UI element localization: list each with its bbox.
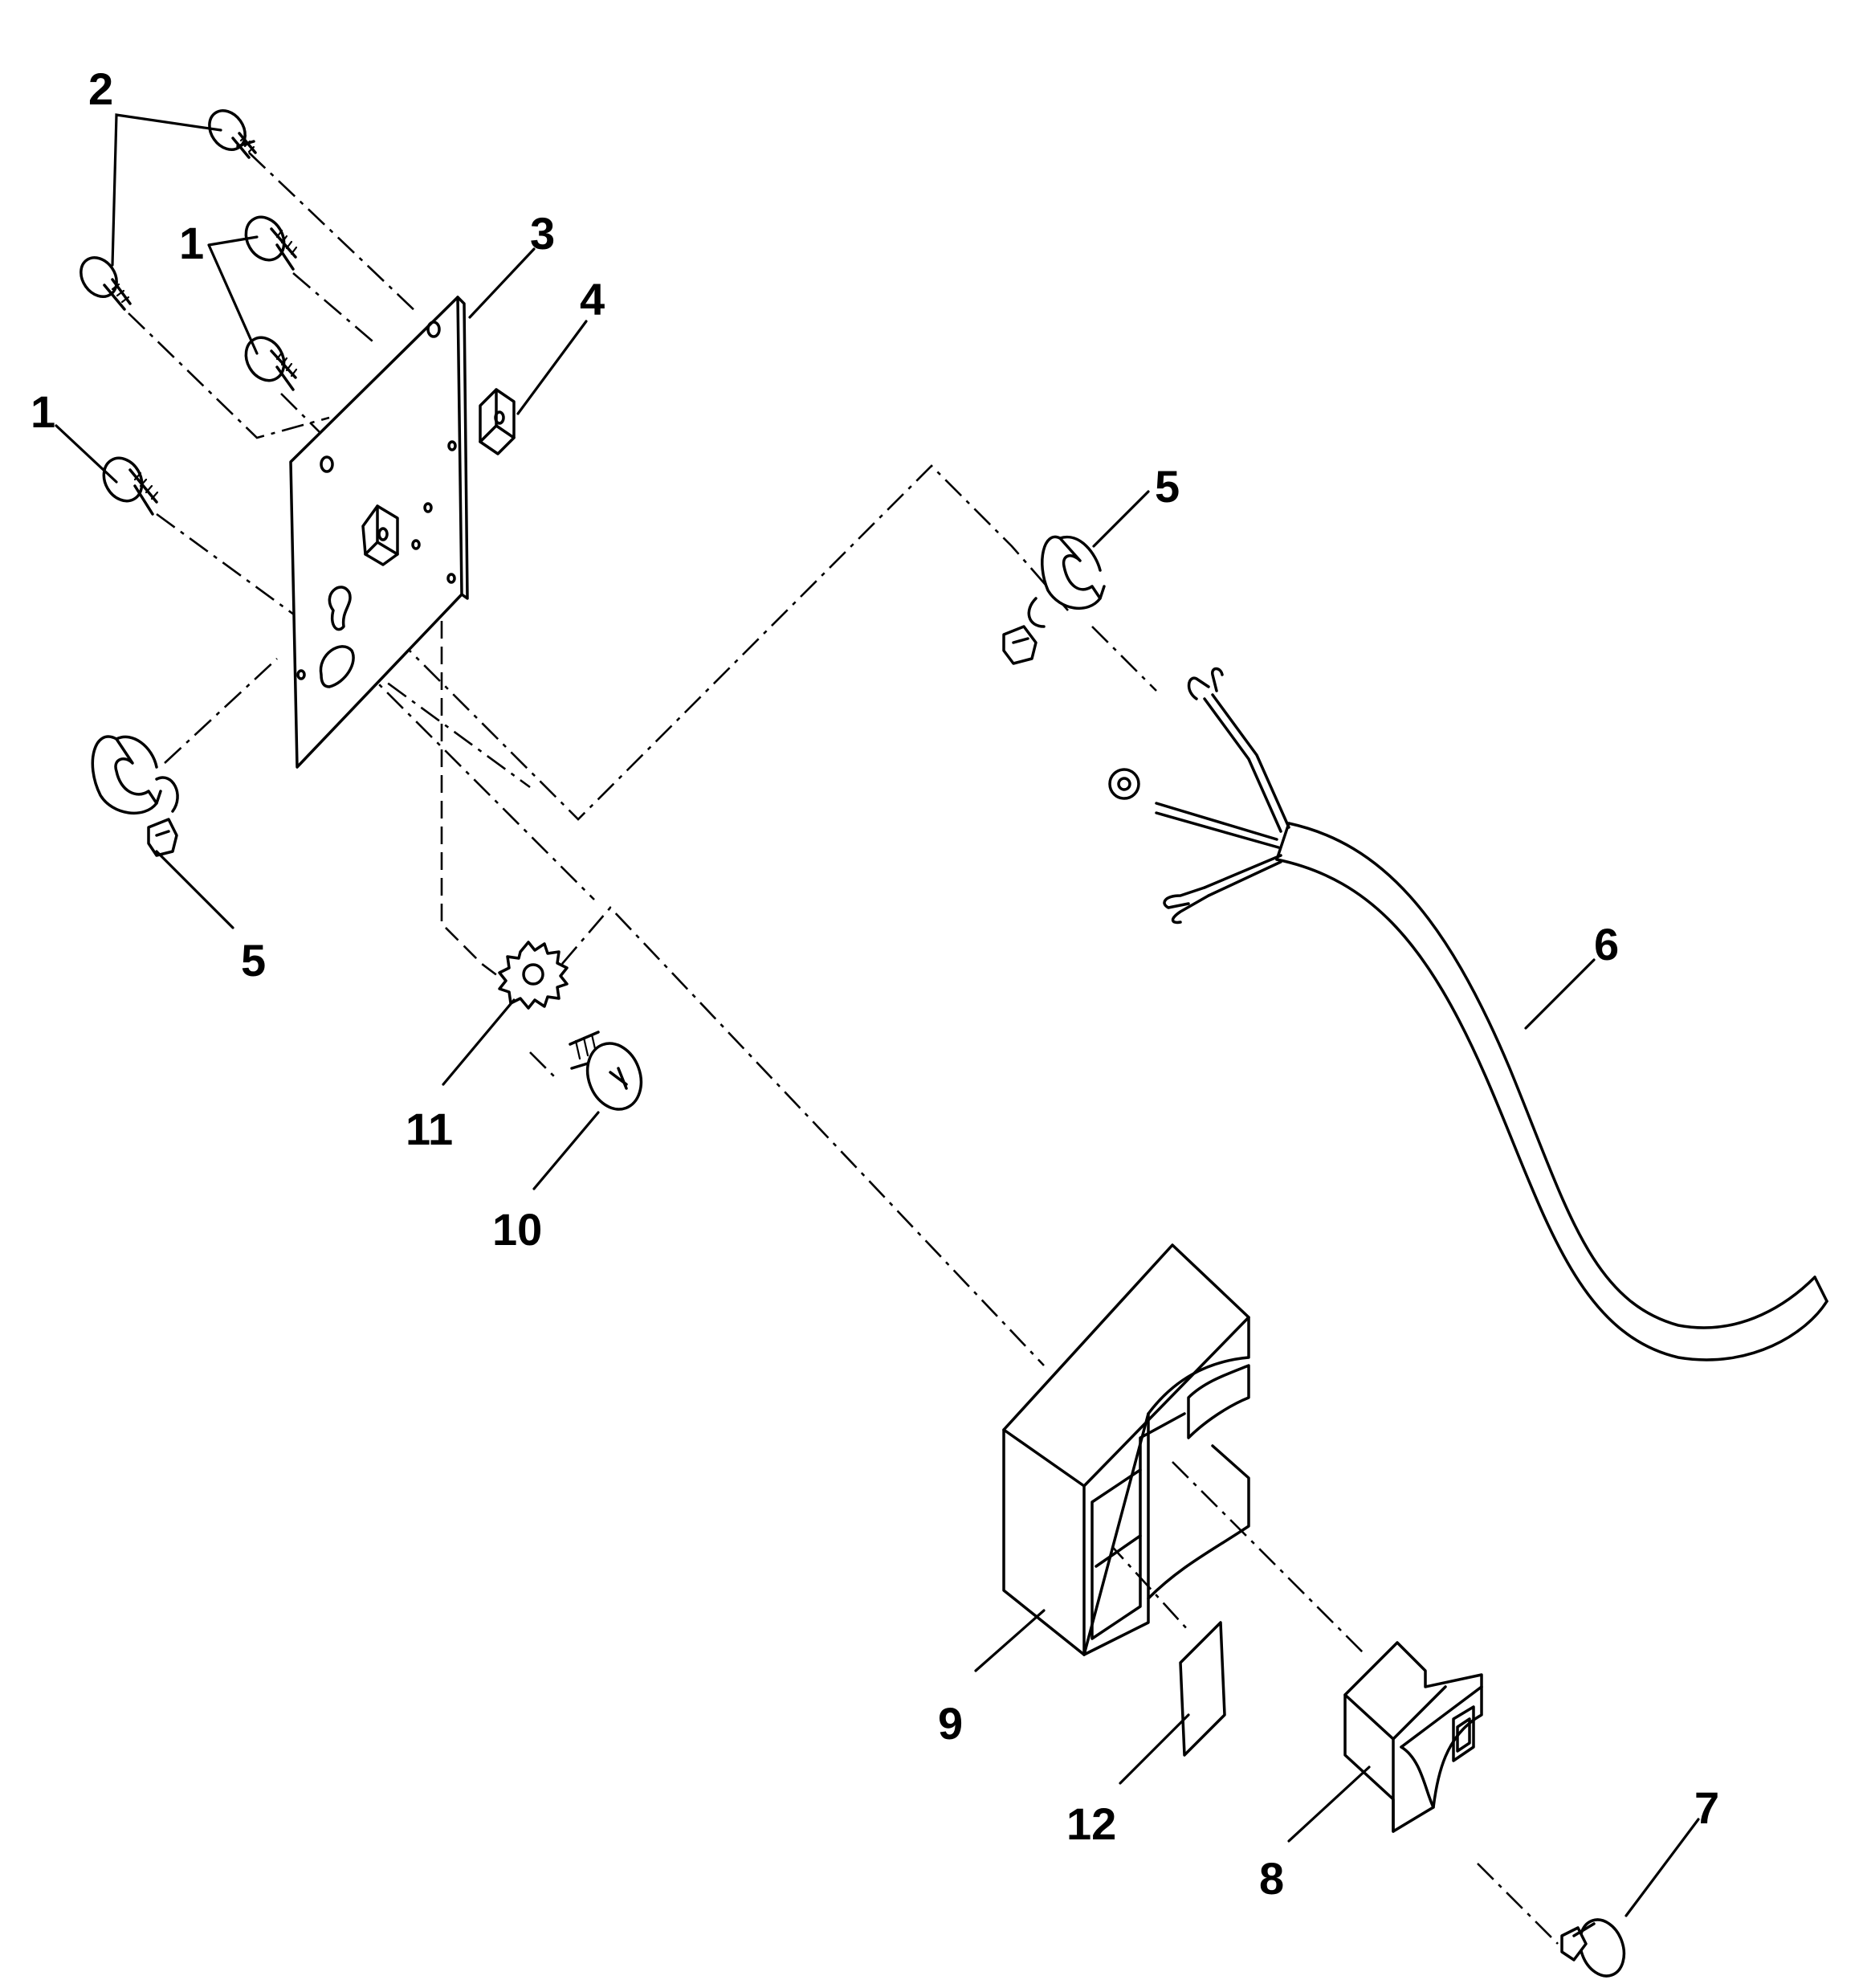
bushing-part-5-right xyxy=(1002,535,1106,665)
callout-6: 6 xyxy=(1594,919,1619,970)
callout-3: 3 xyxy=(530,208,555,259)
screw-part-2-upper xyxy=(208,109,257,159)
callout-2: 2 xyxy=(88,63,113,114)
lock-washer-part-11 xyxy=(498,941,569,1010)
callout-5-right: 5 xyxy=(1155,461,1180,512)
callout-7: 7 xyxy=(1694,1782,1719,1833)
callout-1-left: 1 xyxy=(31,386,55,437)
callout-labels: 2 1 1 3 4 5 5 6 7 8 9 10 11 12 xyxy=(31,63,1719,1904)
power-cord-part-6 xyxy=(1108,667,1828,1361)
screw-part-1-top xyxy=(244,215,298,271)
rocker-switch-part-8 xyxy=(1343,1641,1483,1833)
callout-9: 9 xyxy=(938,1698,963,1749)
screw-part-2-lower xyxy=(79,256,132,311)
leader-lines xyxy=(55,113,1700,1917)
switch-housing-part-9 xyxy=(1002,1243,1250,1656)
mounting-plate-part-3 xyxy=(289,296,469,769)
square-nut-part-4 xyxy=(479,388,516,455)
screw-part-1-middle xyxy=(244,336,298,391)
callout-12: 12 xyxy=(1066,1798,1116,1849)
callout-5-left: 5 xyxy=(241,935,266,986)
plug-button-part-7 xyxy=(1560,1918,1626,1978)
callout-4: 4 xyxy=(580,274,605,325)
screw-part-1-left xyxy=(102,456,159,516)
screw-part-10 xyxy=(569,1031,643,1111)
callout-1-upper: 1 xyxy=(179,218,204,268)
callout-11: 11 xyxy=(406,1104,453,1154)
callout-10: 10 xyxy=(492,1204,542,1255)
bushing-part-5-left xyxy=(91,735,179,857)
callout-8: 8 xyxy=(1259,1853,1284,1904)
label-part-12 xyxy=(1179,1621,1226,1757)
